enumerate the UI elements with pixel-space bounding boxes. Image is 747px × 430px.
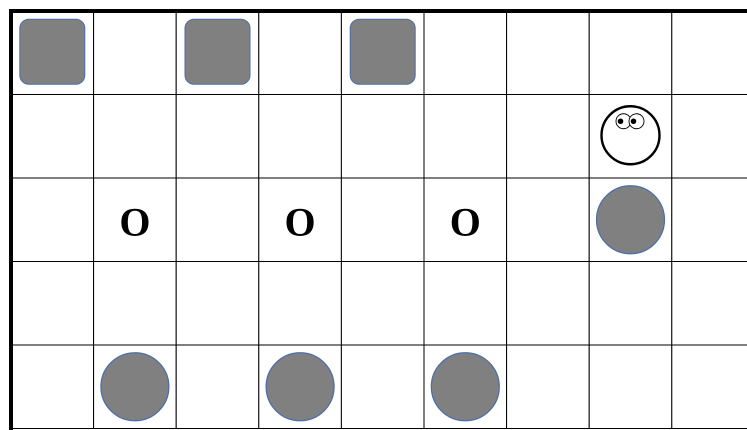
player-face-icon[interactable] (602, 106, 660, 164)
board-cell-r4-c7[interactable] (589, 345, 672, 429)
board-cell-r0-c3[interactable] (259, 11, 342, 95)
o-mark: O (119, 199, 150, 244)
board-cell-r1-c2[interactable] (176, 95, 259, 179)
board-cell-r2-c8[interactable] (672, 178, 747, 262)
board-border-left (9, 9, 13, 430)
board-cell-r0-c5[interactable] (424, 11, 507, 95)
board-cell-r3-c2[interactable] (176, 262, 259, 346)
round-disc-piece[interactable] (266, 353, 334, 421)
board-cell-r1-c0[interactable] (11, 95, 94, 179)
board-cell-r0-c1[interactable] (94, 11, 177, 95)
square-block-piece[interactable] (185, 19, 250, 84)
round-disc-piece[interactable] (431, 353, 499, 421)
board-border-top (9, 9, 747, 13)
board-cell-r4-c0[interactable] (11, 345, 94, 429)
board-cell-r1-c6[interactable] (507, 95, 590, 179)
board-cell-r3-c8[interactable] (672, 262, 747, 346)
round-disc-piece[interactable] (101, 353, 169, 421)
board-cell-r0-c6[interactable] (507, 11, 590, 95)
left-pupil (618, 118, 624, 124)
board-cell-r2-c4[interactable] (341, 178, 424, 262)
board-cell-r4-c6[interactable] (507, 345, 590, 429)
board-cell-r3-c0[interactable] (11, 262, 94, 346)
board-cell-r3-c7[interactable] (589, 262, 672, 346)
face-outline (602, 106, 660, 164)
square-block-piece[interactable] (350, 19, 415, 84)
board-cell-r2-c0[interactable] (11, 178, 94, 262)
board-cell-r1-c1[interactable] (94, 95, 177, 179)
board-cell-r4-c4[interactable] (341, 345, 424, 429)
board-cell-r4-c2[interactable] (176, 345, 259, 429)
board-cell-r4-c8[interactable] (672, 345, 747, 429)
o-mark: O (450, 199, 481, 244)
board-cell-r1-c4[interactable] (341, 95, 424, 179)
board-cell-r3-c3[interactable] (259, 262, 342, 346)
round-disc-piece[interactable] (597, 186, 665, 254)
right-pupil (631, 118, 637, 124)
board-cell-r2-c6[interactable] (507, 178, 590, 262)
board-cell-r1-c8[interactable] (672, 95, 747, 179)
board-cell-r3-c6[interactable] (507, 262, 590, 346)
board-cell-r0-c7[interactable] (589, 11, 672, 95)
board-cell-r2-c2[interactable] (176, 178, 259, 262)
square-block-piece[interactable] (20, 19, 85, 84)
board-cell-r3-c4[interactable] (341, 262, 424, 346)
board-cell-r1-c5[interactable] (424, 95, 507, 179)
board-cell-r0-c8[interactable] (672, 11, 747, 95)
o-mark: O (285, 199, 316, 244)
board-cell-r1-c3[interactable] (259, 95, 342, 179)
board-cell-r3-c1[interactable] (94, 262, 177, 346)
board-cell-r3-c5[interactable] (424, 262, 507, 346)
